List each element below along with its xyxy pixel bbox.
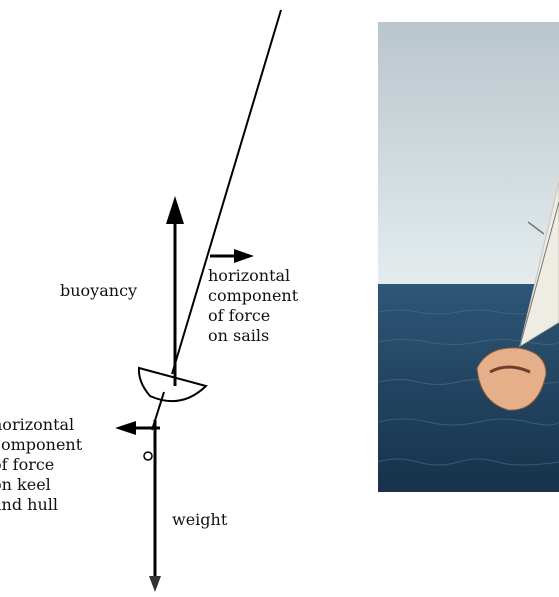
weight-arrowhead <box>149 576 161 592</box>
sail-force-arrowhead <box>234 249 254 263</box>
sailboat-photo <box>378 22 559 492</box>
buoyancy-label: buoyancy <box>60 281 137 301</box>
photo-sky <box>378 22 559 284</box>
keel-force-arrowhead <box>115 421 136 435</box>
keel-weight-bulb <box>144 452 152 460</box>
buoyancy-arrowhead <box>166 196 184 224</box>
weight-label: weight <box>172 510 227 530</box>
keel-force-label: horizontal component of force on keel an… <box>0 415 82 515</box>
sail-force-label: horizontal component of force on sails <box>208 266 298 346</box>
